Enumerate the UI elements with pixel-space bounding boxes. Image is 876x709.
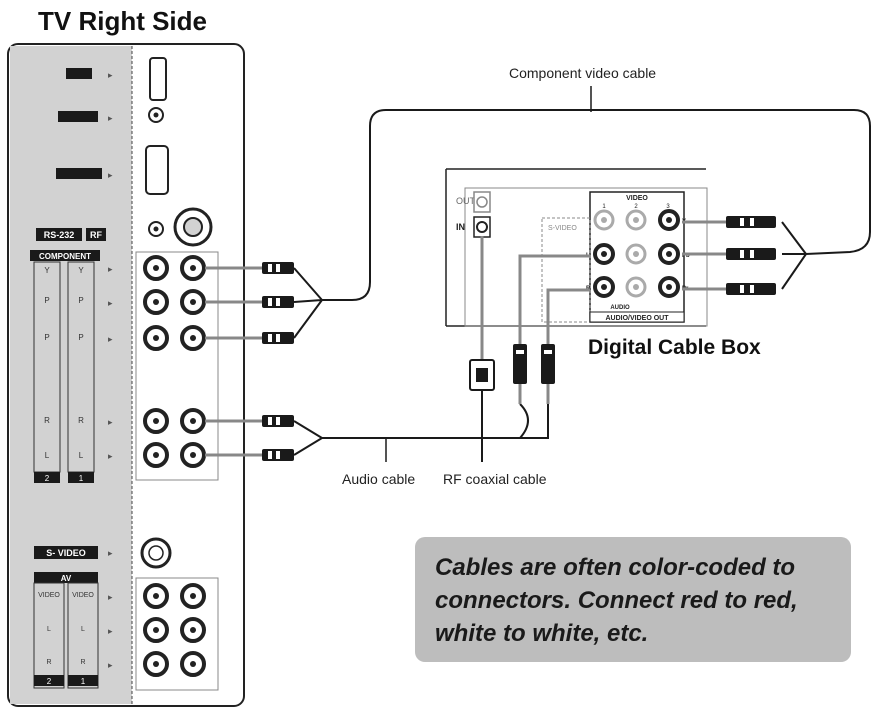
comp-row-label: P [78, 333, 83, 342]
cable-box-audio-plugs [513, 254, 590, 404]
rs232-label: RS-232 [44, 230, 75, 240]
comp-row-label: Y [44, 266, 50, 275]
cable-box-component-plugs [682, 216, 776, 295]
svg-text:▸: ▸ [108, 417, 113, 427]
av-row-label: L [81, 626, 85, 633]
svg-text:▸: ▸ [108, 70, 113, 80]
av-col-label: 1 [81, 677, 86, 686]
cb-svideo-label: S-VIDEO [548, 225, 577, 232]
cable-box-title: Digital Cable Box [588, 336, 761, 359]
svg-text:▸: ▸ [108, 548, 113, 558]
page-title: TV Right Side [38, 6, 207, 36]
cb-jacks [593, 209, 680, 298]
color-code-note: Cables are often color-coded to connecto… [415, 537, 851, 662]
vga-tag [56, 168, 102, 179]
cb-audio-group-label: AUDIO [610, 305, 630, 311]
comp-row-label: R [78, 416, 84, 425]
svg-text:▸: ▸ [108, 626, 113, 636]
svg-text:▸: ▸ [108, 298, 113, 308]
cb-video-col: 2 [634, 204, 638, 210]
comp-row-label: P [78, 296, 83, 305]
component-cable-label: Component video cable [509, 65, 657, 81]
svg-text:▸: ▸ [108, 592, 113, 602]
comp-row-label: L [79, 451, 84, 460]
cb-comp-label: Pb [682, 253, 690, 259]
av-row-label: VIDEO [38, 592, 60, 599]
cb-video-label: VIDEO [626, 195, 648, 202]
component-label: COMPONENT [39, 252, 91, 261]
tv-side-plugs [205, 262, 294, 461]
hdmi-port [149, 57, 167, 101]
cb-video-col: 3 [666, 204, 670, 210]
vga-port [145, 145, 169, 195]
cb-out-label: OUT [456, 196, 476, 206]
hdmi-tag [66, 68, 92, 79]
av-row-label: L [47, 626, 51, 633]
svg-text:▸: ▸ [108, 264, 113, 274]
audio-cable [293, 403, 550, 456]
comp-row-label: Y [78, 266, 84, 275]
comp-col-label: 1 [79, 474, 84, 483]
tv-panel-label-strip [10, 46, 132, 704]
svideo-port [140, 537, 172, 569]
svideo-label: S- VIDEO [46, 548, 86, 558]
rf-cable-label: RF coaxial cable [443, 471, 547, 487]
comp-row-label: L [45, 451, 50, 460]
component-video-cable [293, 109, 871, 339]
comp-col-label: 2 [45, 474, 50, 483]
av-row-label: VIDEO [72, 592, 94, 599]
comp-row-label: P [44, 296, 49, 305]
rf-label: RF [90, 230, 102, 240]
svg-text:▸: ▸ [108, 334, 113, 344]
svg-text:▸: ▸ [108, 170, 113, 180]
component-jacks [143, 255, 206, 468]
comp-row-label: R [44, 416, 50, 425]
comp-row-label: P [44, 333, 49, 342]
rs232-tag [36, 228, 82, 241]
svg-text:▸: ▸ [108, 451, 113, 461]
av-row-label: R [80, 659, 85, 666]
pc-audio-tag [58, 111, 98, 122]
note-text: Cables are often color-coded to connecto… [435, 554, 798, 647]
av-col-label: 2 [47, 677, 52, 686]
av-row-label: R [46, 659, 51, 666]
cb-in-label: IN [456, 222, 465, 232]
svg-text:▸: ▸ [108, 660, 113, 670]
av-label: AV [61, 574, 72, 583]
av-jacks [143, 583, 206, 677]
rf-coaxial-cable [469, 236, 495, 462]
svg-text:▸: ▸ [108, 113, 113, 123]
cb-video-col: 1 [602, 204, 606, 210]
audio-cable-label: Audio cable [342, 471, 416, 487]
cb-av-out-label: AUDIO/VIDEO OUT [605, 315, 669, 322]
